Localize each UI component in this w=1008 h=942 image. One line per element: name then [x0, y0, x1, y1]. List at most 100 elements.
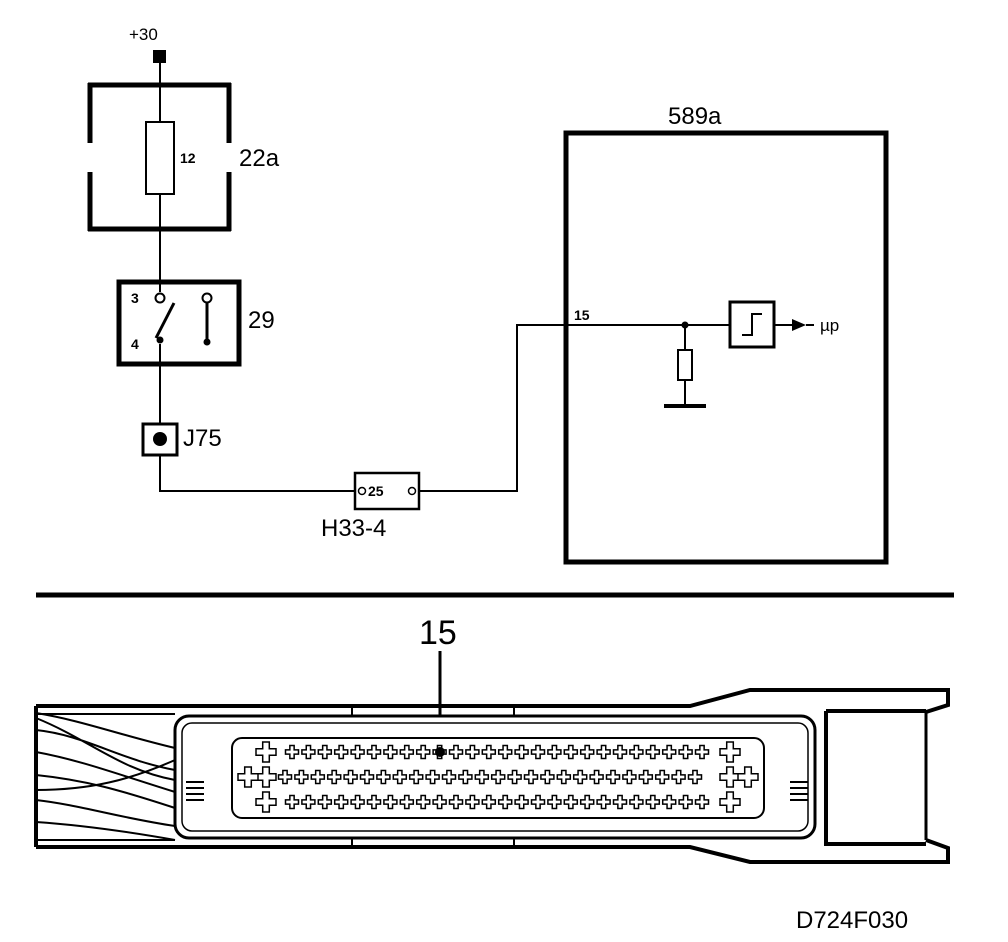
switch-contact-4 — [156, 336, 164, 344]
pin-cavity — [629, 794, 644, 810]
pin-cavity — [415, 794, 431, 810]
pin-cavity — [301, 744, 316, 760]
pin-cavity — [481, 744, 497, 760]
wire-junction-connector — [159, 455, 355, 492]
pin-cavity — [645, 744, 661, 760]
pin-cavity — [497, 744, 513, 760]
pin-cavity — [383, 744, 398, 760]
pin-cavity — [572, 769, 588, 785]
pin-cavity — [326, 769, 342, 785]
pin-cavity — [547, 744, 562, 760]
pin-cavity — [481, 794, 497, 810]
pin-cavity-large — [719, 741, 741, 763]
pin-cavity — [465, 794, 480, 810]
output-arrow-icon — [792, 319, 806, 331]
pin-cavity — [497, 794, 513, 810]
pin-cavity — [383, 794, 398, 810]
pin-cavity — [671, 769, 686, 785]
pin-cavity — [415, 744, 431, 760]
ecu-label: 589a — [668, 103, 722, 130]
connector-label: H33-4 — [321, 515, 386, 542]
pin-cavity-large — [255, 791, 277, 813]
pin-cavity — [399, 744, 415, 760]
switch-label: 29 — [248, 307, 275, 334]
pin-cavity — [350, 794, 365, 810]
pin-cavity — [678, 794, 693, 810]
pin-cavity-large — [237, 766, 259, 788]
figure-id: D724F030 — [796, 907, 908, 934]
supply-label: +30 — [129, 25, 158, 44]
pin-15-marker — [435, 747, 445, 757]
pin-cavity — [530, 744, 546, 760]
pin-cavity — [556, 769, 572, 785]
pin-cavity — [441, 769, 457, 785]
pin-cavity — [317, 744, 333, 760]
pin-cavity — [547, 794, 562, 810]
switch-pin-4-label: 4 — [131, 336, 139, 352]
fuse — [145, 121, 175, 195]
pin-cavity — [605, 769, 621, 785]
pin-cavity — [514, 794, 529, 810]
connector-pins — [237, 741, 759, 813]
pin-cavity — [490, 769, 506, 785]
pin-cavity — [333, 794, 349, 810]
pin-cavity — [638, 769, 654, 785]
pin-cavity — [661, 744, 677, 760]
pin-cavity — [333, 744, 349, 760]
ecu-pin-label: 15 — [574, 307, 590, 323]
pin-cavity — [317, 794, 333, 810]
pin-cavity — [622, 769, 637, 785]
pin-cavity-large — [719, 791, 741, 813]
connector-pin-label: 25 — [368, 483, 384, 499]
pin-cavity — [294, 769, 309, 785]
switch-contact-right-top — [201, 292, 213, 304]
pin-cavity — [343, 769, 358, 785]
pin-cavity — [350, 744, 365, 760]
fuse-number-label: 12 — [180, 150, 196, 166]
pin-cavity — [507, 769, 522, 785]
pin-cavity — [596, 744, 611, 760]
pin-cavity — [523, 769, 539, 785]
pin-cavity — [579, 794, 595, 810]
pin-cavity — [514, 744, 529, 760]
pin-cavity — [408, 769, 424, 785]
switch-box — [116, 279, 242, 367]
junction-dot — [153, 432, 167, 446]
pin-callout-label: 15 — [419, 614, 457, 652]
pin-cavity — [448, 794, 464, 810]
pin-cavity — [474, 769, 490, 785]
junction-label: J75 — [183, 425, 222, 452]
pin-cavity — [465, 744, 480, 760]
connector-pin-left — [357, 486, 367, 496]
pin-cavity — [530, 794, 546, 810]
pin-cavity — [589, 769, 604, 785]
pin-cavity — [392, 769, 408, 785]
pin-cavity-large — [255, 741, 277, 763]
fuse-box-label: 22a — [239, 145, 280, 172]
pin-cavity — [425, 769, 440, 785]
pin-cavity — [310, 769, 326, 785]
pin-cavity — [540, 769, 555, 785]
pin-cavity — [359, 769, 375, 785]
pin-cavity — [366, 794, 382, 810]
pin-cavity — [376, 769, 391, 785]
switch-lever — [154, 302, 176, 339]
pin-cavity — [579, 744, 595, 760]
pin-cavity — [277, 769, 293, 785]
pin-cavity — [284, 744, 300, 760]
pin-cavity-large — [719, 766, 741, 788]
pin-cavity — [678, 744, 693, 760]
pin-cavity — [448, 744, 464, 760]
pin-cavity — [458, 769, 473, 785]
connector-pin-right — [407, 486, 417, 496]
pin-cavity — [366, 744, 382, 760]
pin-cavity — [399, 794, 415, 810]
pin-cavity — [612, 744, 628, 760]
schmitt-trigger-symbol — [742, 313, 762, 336]
switch-contact-right-bottom — [203, 338, 211, 346]
switch-contact-3 — [154, 292, 166, 304]
pin-cavity — [612, 794, 628, 810]
pin-cavity — [629, 744, 644, 760]
pin-cavity — [645, 794, 661, 810]
